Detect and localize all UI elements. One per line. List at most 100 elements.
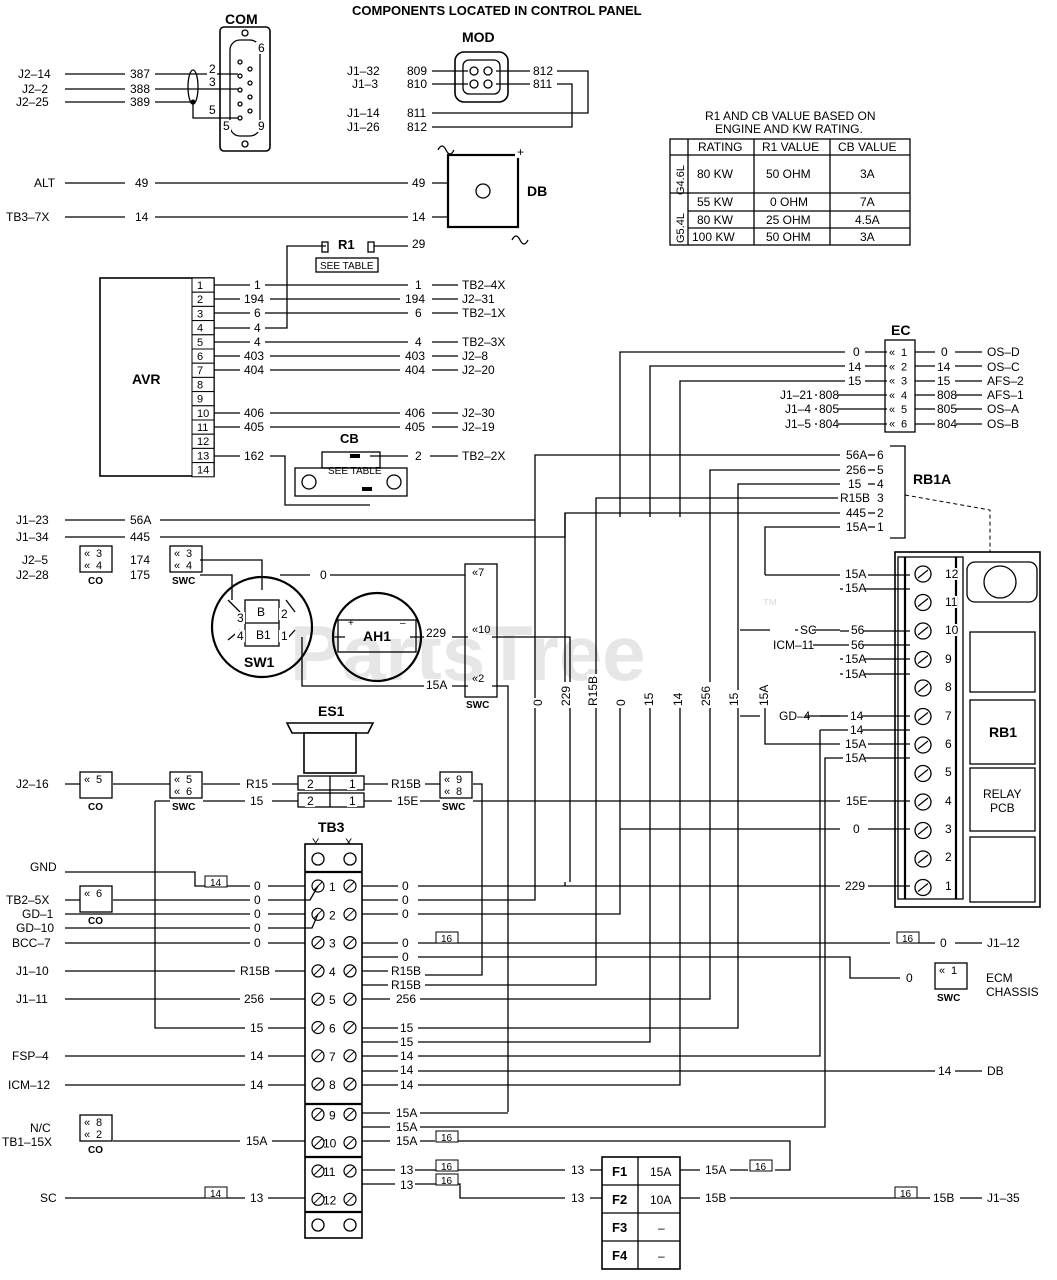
wire-label: 5	[223, 119, 230, 133]
wire-label: 6	[877, 448, 884, 462]
conn_co-pin: 3	[96, 548, 102, 560]
wire-label: 15A	[845, 567, 866, 581]
conn_swc-label: SWC	[172, 576, 195, 587]
wire-label: 1	[945, 879, 952, 893]
wire-label: 8	[945, 680, 952, 694]
wire-label: 56A	[130, 513, 151, 527]
wire-label: 2	[281, 607, 288, 621]
wire-label: 812	[407, 120, 427, 134]
wire-label: J2–5	[22, 553, 48, 567]
wire-label: 2	[877, 506, 884, 520]
wire-label: 812	[533, 64, 553, 78]
wire-label: 15	[250, 1021, 264, 1035]
ec-connector: EC «1«2«3«4«5«6	[884, 322, 916, 433]
wire-label: 808	[937, 388, 957, 402]
wire-label: 14	[937, 360, 951, 374]
wire-label: R15	[246, 777, 268, 791]
wire-tag: 16	[755, 1162, 767, 1173]
wire-label: 56	[851, 638, 865, 652]
wire-label: J2–16	[16, 777, 49, 791]
wire-label: 0	[402, 936, 409, 950]
wire-label: 811	[533, 77, 552, 91]
wire-label: J1–10	[16, 964, 49, 978]
wire-label: 0	[254, 879, 261, 893]
es1-estop[interactable]: ES1	[285, 703, 375, 808]
conn_co-connector: «8«2CO	[79, 1114, 113, 1156]
conn_swc-pin: 4	[186, 560, 192, 572]
wire-label: DB	[987, 1064, 1004, 1078]
wire-label: 405	[244, 420, 264, 434]
wire-label: 3	[877, 491, 884, 505]
table-cell: 4.5A	[855, 213, 880, 227]
wire-label: R15B	[586, 676, 600, 706]
wire-label: 805	[937, 402, 957, 416]
fuse-name: F2	[612, 1192, 627, 1207]
wire-label: 15A	[426, 678, 447, 692]
wire-tag: 14	[210, 1189, 222, 1200]
wire-label: 15	[400, 1035, 414, 1049]
wire-label: 0	[853, 822, 860, 836]
tb3-terminal-number: 4	[329, 965, 336, 979]
avr-pin: 7	[197, 365, 203, 377]
wire-label: 0	[940, 936, 947, 950]
wire-label: 15A	[246, 1134, 267, 1148]
wire-label: 15	[848, 477, 862, 491]
table-cell: 3A	[860, 167, 875, 181]
conn_swc-label: SWC	[172, 802, 195, 813]
db-rectifier: DB	[437, 145, 547, 245]
wire-label: 1	[254, 278, 261, 292]
wire-tag: 14	[210, 878, 222, 889]
com-label: COM	[225, 11, 258, 27]
wire-label: J2–2	[22, 82, 48, 96]
wire-label: 13	[400, 1163, 414, 1177]
wire-label: 229	[559, 686, 573, 706]
avr-pin: 11	[197, 422, 208, 434]
wire-label: 0	[906, 971, 913, 985]
conn_swc-pin: 3	[186, 548, 192, 560]
wire-tag: 16	[441, 934, 453, 945]
wire-label: 805	[819, 402, 839, 416]
wire-label: J2–14	[18, 67, 51, 81]
wire-label: 6	[415, 306, 422, 320]
wire-tag: 16	[441, 1133, 453, 1144]
wire-label: 3	[237, 611, 244, 625]
table-cell: 50 OHM	[766, 230, 811, 244]
tb3-terminal-number: 3	[329, 937, 336, 951]
fuse-rating: 10A	[650, 1193, 671, 1207]
table-cell: 100 KW	[692, 230, 735, 244]
wire-label: 4	[254, 335, 261, 349]
wire-label: 14	[412, 210, 426, 224]
conn_swc-pin: 5	[186, 774, 192, 786]
wire-label: 405	[405, 420, 425, 434]
wire-label: B	[257, 605, 265, 619]
wire-label: 0	[531, 699, 545, 706]
wire-label: SC	[800, 623, 817, 637]
wire-label: 1	[877, 520, 884, 534]
cb-breaker: CB SEE TABLE	[294, 431, 408, 497]
wire-label: J2–30	[462, 406, 495, 420]
wire-label: 14	[400, 1049, 414, 1063]
wire-label: J1–21	[780, 388, 813, 402]
wire-label: 14	[135, 210, 149, 224]
wire-label: J1–35	[987, 1191, 1020, 1205]
wire-label: AFS–1	[987, 388, 1024, 402]
wire-label: 445	[846, 506, 866, 520]
wire-label: 15A	[396, 1120, 417, 1134]
avr-pin: 10	[197, 408, 209, 420]
wire-label: 4	[254, 321, 261, 335]
wire-label: 194	[244, 292, 264, 306]
table-cell: 25 OHM	[766, 213, 811, 227]
wire-label: 194	[405, 292, 425, 306]
fuse-rating: 15A	[650, 1165, 671, 1179]
wire-label: J1–11	[16, 992, 48, 1006]
es1-label: ES1	[318, 703, 345, 719]
wire-label: 7	[945, 709, 952, 723]
wire-label: 13	[571, 1163, 585, 1177]
wire-label: B1	[256, 628, 271, 642]
conn_co-pin: 8	[96, 1117, 102, 1129]
wire-label: 13	[571, 1191, 585, 1205]
wire-label: J1–5	[785, 417, 811, 431]
conn_co-pin: 6	[96, 888, 102, 900]
